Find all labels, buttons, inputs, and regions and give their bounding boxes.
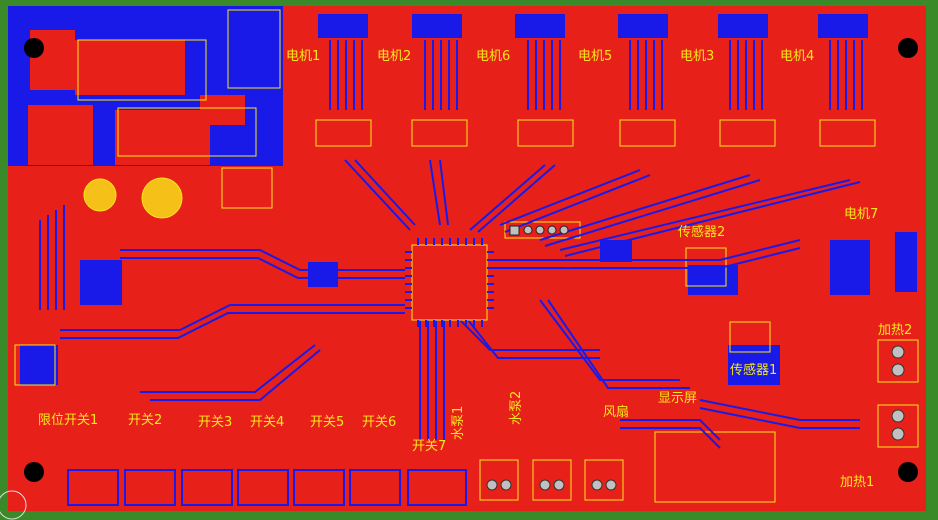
motor-connectors [318, 14, 868, 38]
label-switch2: 开关2 [128, 413, 162, 428]
label-limit-switch1: 限位开关1 [38, 413, 98, 428]
silkscreen-outlines [14, 9, 919, 503]
label-switch3: 开关3 [198, 415, 232, 430]
switch-connectors [67, 469, 467, 506]
traces [39, 40, 863, 449]
label-switch7: 开关7 [412, 439, 446, 454]
label-fan: 风扇 [603, 404, 629, 420]
label-motor7: 电机7 [844, 207, 878, 222]
mcu-chip [411, 244, 488, 321]
label-motor1: 电机1 [286, 49, 320, 64]
label-water-pump1: 水泵1 [451, 406, 466, 440]
label-heat2: 加热2 [878, 323, 912, 338]
label-motor3: 电机3 [680, 49, 714, 64]
terminal-pads [486, 345, 905, 491]
label-switch4: 开关4 [250, 415, 284, 430]
label-motor2: 电机2 [377, 49, 411, 64]
label-motor4: 电机4 [780, 49, 814, 64]
header-pins [509, 225, 569, 236]
label-sensor2: 传感器2 [678, 224, 725, 240]
mcu-pins [405, 238, 494, 327]
label-heat1: 加热1 [840, 475, 874, 490]
label-water-pump2: 水泵2 [509, 391, 524, 425]
electrolytic-capacitors [83, 177, 183, 219]
label-switch5: 开关5 [310, 415, 344, 430]
origin-marker [0, 490, 27, 520]
label-switch6: 开关6 [362, 415, 396, 430]
label-motor6: 电机6 [476, 49, 510, 64]
label-sensor1: 传感器1 [730, 362, 777, 378]
mounting-holes [24, 38, 918, 482]
label-motor5: 电机5 [578, 49, 612, 64]
label-display: 显示屏 [658, 391, 697, 406]
